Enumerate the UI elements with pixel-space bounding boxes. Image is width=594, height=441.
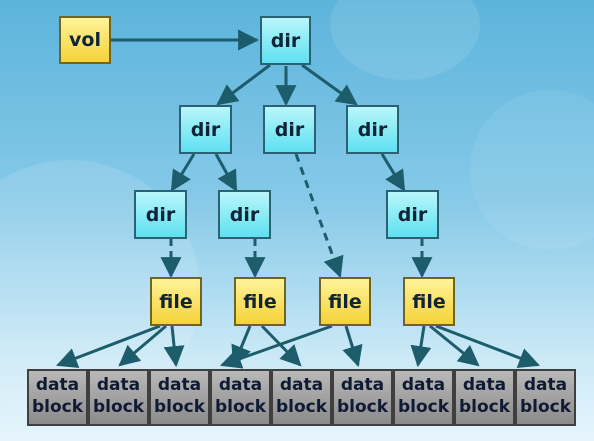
file-node: file bbox=[403, 277, 455, 326]
vol-node: vol bbox=[59, 16, 111, 64]
dir-node-level3: dir bbox=[218, 190, 271, 239]
arrow-dir-to-dir bbox=[380, 153, 406, 192]
dir-node-root: dir bbox=[260, 16, 311, 65]
arrow-file-to-block bbox=[163, 325, 185, 368]
arrow-file-to-block bbox=[56, 324, 161, 369]
arrow-file-to-block bbox=[410, 325, 432, 368]
arrow-file-to-block bbox=[118, 324, 167, 367]
dir-node-level3: dir bbox=[386, 190, 439, 239]
file-node: file bbox=[234, 277, 286, 326]
arrow-dir-to-file bbox=[294, 153, 344, 278]
arrow-dir-to-dir bbox=[214, 153, 238, 192]
arrow-file-to-block bbox=[435, 324, 540, 369]
dir-node-level2: dir bbox=[179, 105, 232, 154]
file-node: file bbox=[150, 277, 202, 326]
arrow-file-to-block bbox=[220, 324, 333, 369]
arrow-file-to-block bbox=[342, 325, 363, 368]
arrow-dir-to-dir bbox=[170, 153, 196, 192]
arrow-file-to-block bbox=[429, 324, 480, 367]
file-node: file bbox=[319, 277, 371, 326]
dir-node-level3: dir bbox=[134, 190, 187, 239]
dir-node-level2: dir bbox=[346, 105, 399, 154]
dir-node-level2: dir bbox=[263, 105, 316, 154]
arrow-dir-to-dir bbox=[216, 63, 271, 106]
arrow-dir-to-dir bbox=[301, 63, 358, 106]
